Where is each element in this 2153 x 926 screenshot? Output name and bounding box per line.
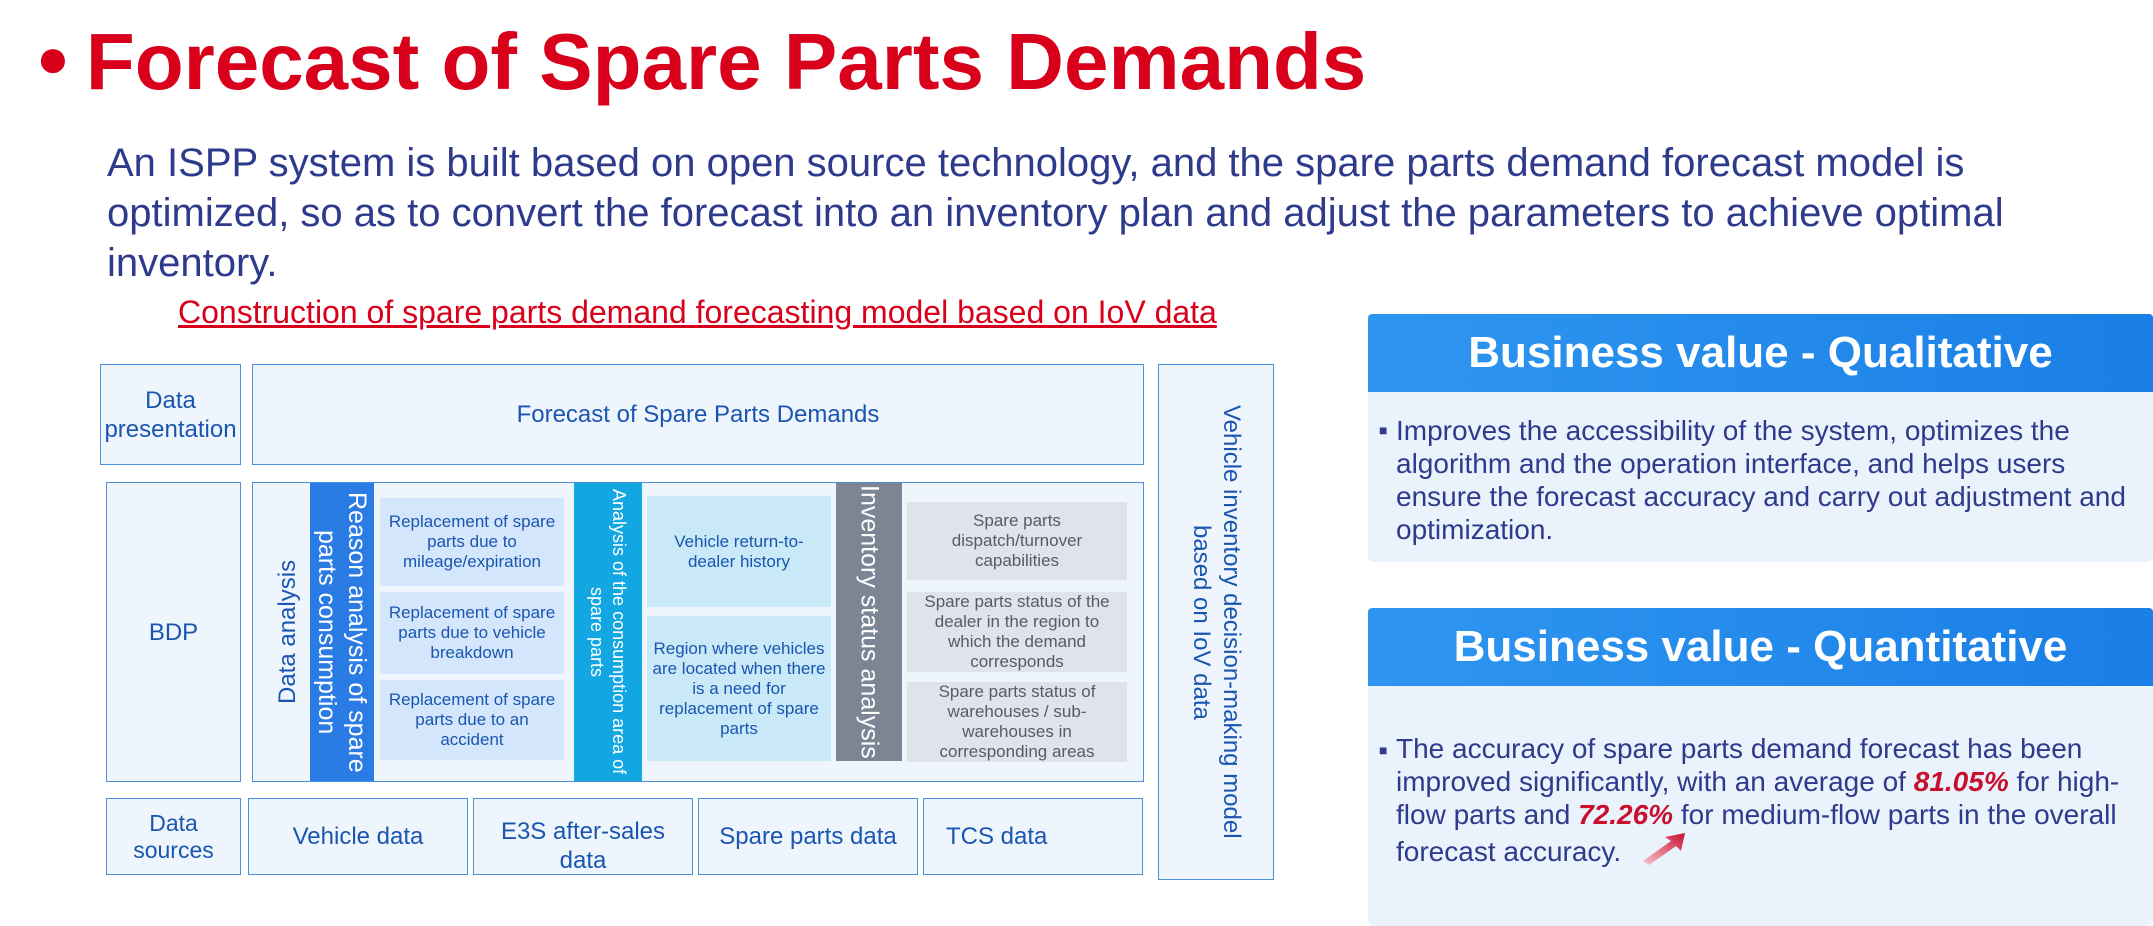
group3-item-dispatch: Spare parts dispatch/turnover capabiliti… xyxy=(907,502,1127,580)
medium-flow-accuracy: 72.26% xyxy=(1578,799,1674,830)
trend-up-arrow-icon xyxy=(1642,833,1685,865)
intro-paragraph: An ISPP system is built based on open so… xyxy=(107,141,2004,285)
group2-item-return-history: Vehicle return-to-dealer history xyxy=(647,496,831,607)
quantitative-text-2: for high-flow parts and xyxy=(1396,766,2120,830)
source-e3s-data: E3S after-sales data xyxy=(473,798,693,875)
high-flow-accuracy: 81.05% xyxy=(1913,766,2009,797)
group1-item-accident: Replacement of spare parts due to an acc… xyxy=(380,680,564,760)
diagram-heading: Construction of spare parts demand forec… xyxy=(178,294,1217,330)
forecast-box: Forecast of Spare Parts Demands xyxy=(252,364,1144,465)
decision-model-label: Vehicle inventory decision-making model … xyxy=(1188,405,1245,839)
group-bar-reason-analysis: Reason analysis of spare parts consumpti… xyxy=(310,483,374,781)
group3-item-warehouse-status: Spare parts status of warehouses / sub-w… xyxy=(907,682,1127,762)
layer-label-presentation: Data presentation xyxy=(100,364,241,465)
quantitative-panel-text: The accuracy of spare parts demand forec… xyxy=(1396,732,2141,868)
source-spare-parts-data: Spare parts data xyxy=(698,798,918,875)
quantitative-panel-title: Business value - Quantitative xyxy=(1368,608,2153,686)
page-title: ●Forecast of Spare Parts Demands xyxy=(36,22,1366,102)
quantitative-panel-body: ■ The accuracy of spare parts demand for… xyxy=(1368,686,2153,926)
layer-label-sources: Data sources xyxy=(106,798,241,875)
source-tcs-data: TCS data xyxy=(923,798,1143,875)
group1-item-breakdown: Replacement of spare parts due to vehicl… xyxy=(380,592,564,674)
data-analysis-label: Data analysis xyxy=(274,559,301,705)
group1-item-mileage: Replacement of spare parts due to mileag… xyxy=(380,498,564,586)
group2-item-region: Region where vehicles are located when t… xyxy=(647,616,831,761)
bullet-icon: ■ xyxy=(1379,742,1388,758)
quantitative-text-3: for medium-flow parts in the overall for… xyxy=(1396,799,2117,867)
page-title-text: Forecast of Spare Parts Demands xyxy=(85,17,1367,106)
qualitative-panel-title: Business value - Qualitative xyxy=(1368,314,2153,392)
decision-model-box: Vehicle inventory decision-making model … xyxy=(1158,364,1274,880)
quantitative-text-1: The accuracy of spare parts demand forec… xyxy=(1396,733,2083,797)
qualitative-panel-text: Improves the accessibility of the system… xyxy=(1396,415,2126,545)
bullet-icon: ● xyxy=(36,26,70,89)
source-vehicle-data: Vehicle data xyxy=(248,798,468,875)
group-bar-consumption-area: Analysis of the consumption area of spar… xyxy=(574,483,642,781)
bullet-icon: ■ xyxy=(1379,422,1388,438)
group-bar-inventory-status: Inventory status analysis xyxy=(836,483,902,761)
group3-item-dealer-status: Spare parts status of the dealer in the … xyxy=(907,592,1127,672)
layer-label-bdp: BDP xyxy=(106,482,241,782)
qualitative-panel-body: ■ Improves the accessibility of the syst… xyxy=(1368,392,2153,562)
